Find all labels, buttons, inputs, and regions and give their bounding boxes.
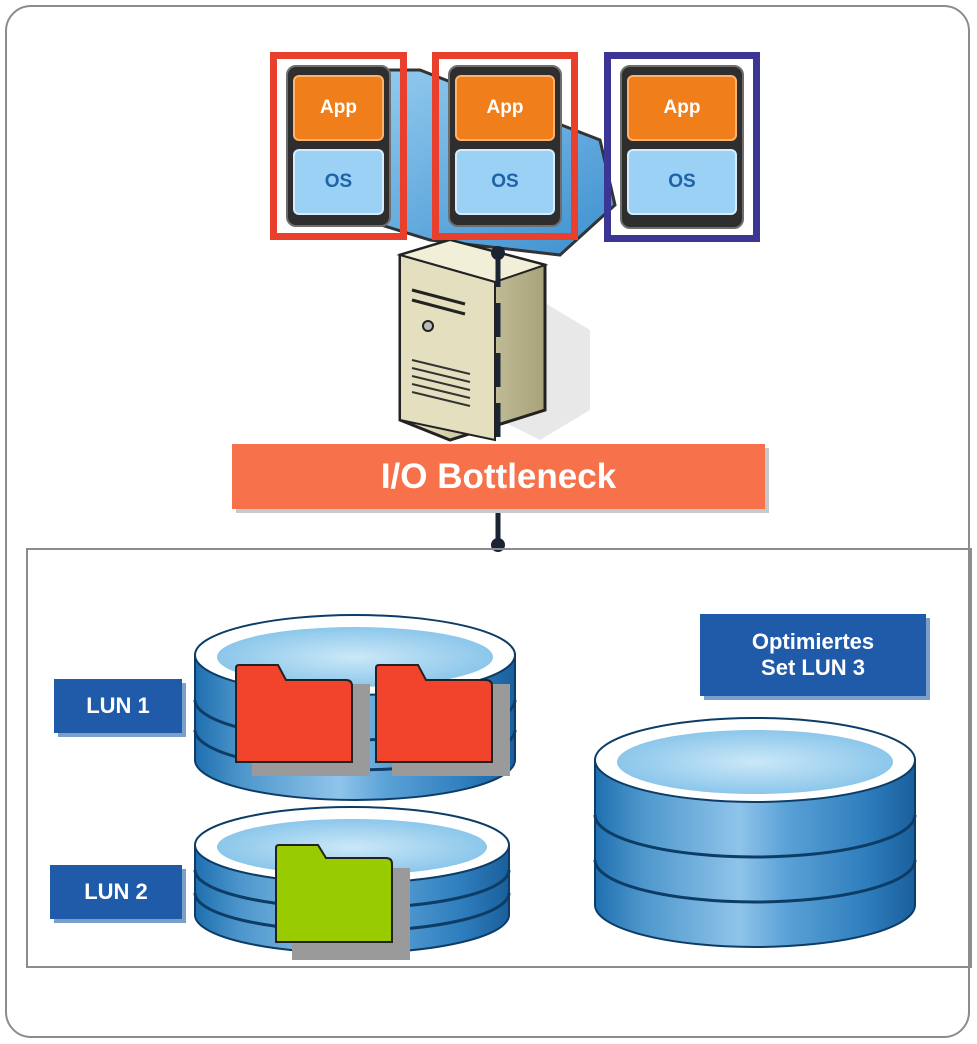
io-bottleneck-bar: I/O Bottleneck	[232, 444, 765, 509]
storage-area	[26, 548, 972, 968]
vm-2-os-layer: OS	[455, 149, 555, 215]
lun-1-label: LUN 1	[54, 679, 182, 733]
vm-3-screen: App OS	[620, 65, 744, 229]
vm-3-app-layer: App	[627, 75, 737, 141]
vm-3-os-layer: OS	[627, 149, 737, 215]
lun-1-folder-1	[235, 664, 370, 776]
vm-2: App OS	[432, 52, 578, 240]
lun-1-folder-2	[375, 664, 510, 776]
lun-3-label: Optimiertes Set LUN 3	[700, 614, 926, 696]
lun-3-disk	[593, 717, 917, 948]
vm-1-screen: App OS	[286, 65, 391, 227]
vm-1-os-layer: OS	[293, 149, 384, 215]
vm-2-app-layer: App	[455, 75, 555, 141]
lun-3-label-line2: Set LUN 3	[761, 655, 865, 680]
vm-1: App OS	[270, 52, 407, 240]
lun-3-label-line1: Optimiertes	[751, 629, 875, 654]
lun-2-folder	[275, 844, 410, 960]
vm-3: App OS	[604, 52, 760, 242]
vm-2-screen: App OS	[448, 65, 562, 227]
vm-1-app-layer: App	[293, 75, 384, 141]
lun-2-label: LUN 2	[50, 865, 182, 919]
server-icon	[396, 238, 549, 442]
